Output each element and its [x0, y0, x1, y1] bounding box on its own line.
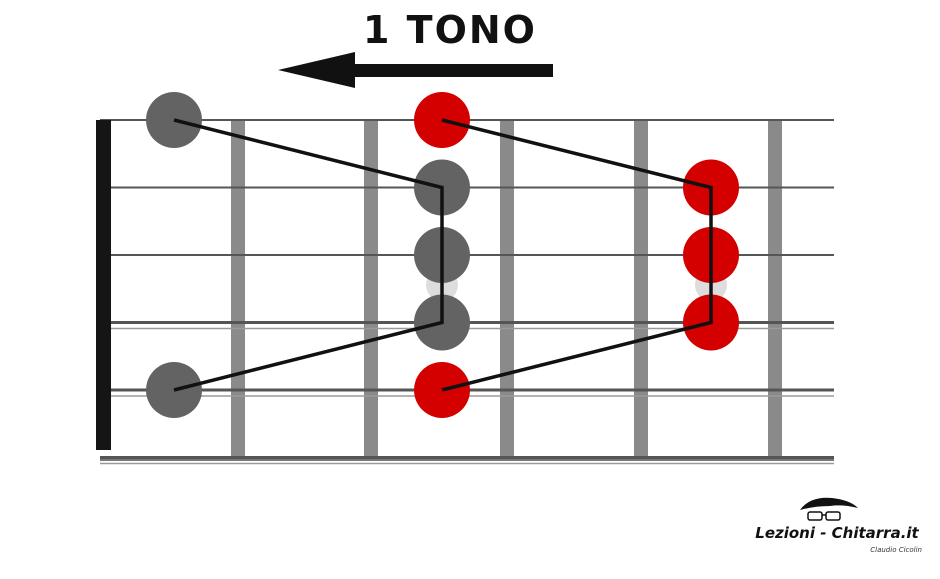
- shifted-shape-path: [441, 118, 713, 392]
- site-logo: Lezioni - Chitarra.it Claudio Cicolin: [752, 494, 922, 564]
- logo-author: Claudio Cicolin: [870, 546, 922, 554]
- nut: [96, 120, 111, 450]
- arrow-shaft: [345, 64, 553, 77]
- logo-text: Lezioni - Chitarra.it: [755, 524, 919, 542]
- arrow-left-icon: [278, 52, 355, 88]
- fret-3: [500, 120, 514, 460]
- original-shape-path: [173, 118, 444, 392]
- fret-5: [768, 120, 782, 460]
- diagram-title: 1 TONO: [362, 8, 537, 52]
- fret-4: [634, 120, 648, 460]
- logo-glasses-icon: [800, 497, 858, 521]
- fret-1: [231, 120, 245, 460]
- fret-2: [364, 120, 378, 460]
